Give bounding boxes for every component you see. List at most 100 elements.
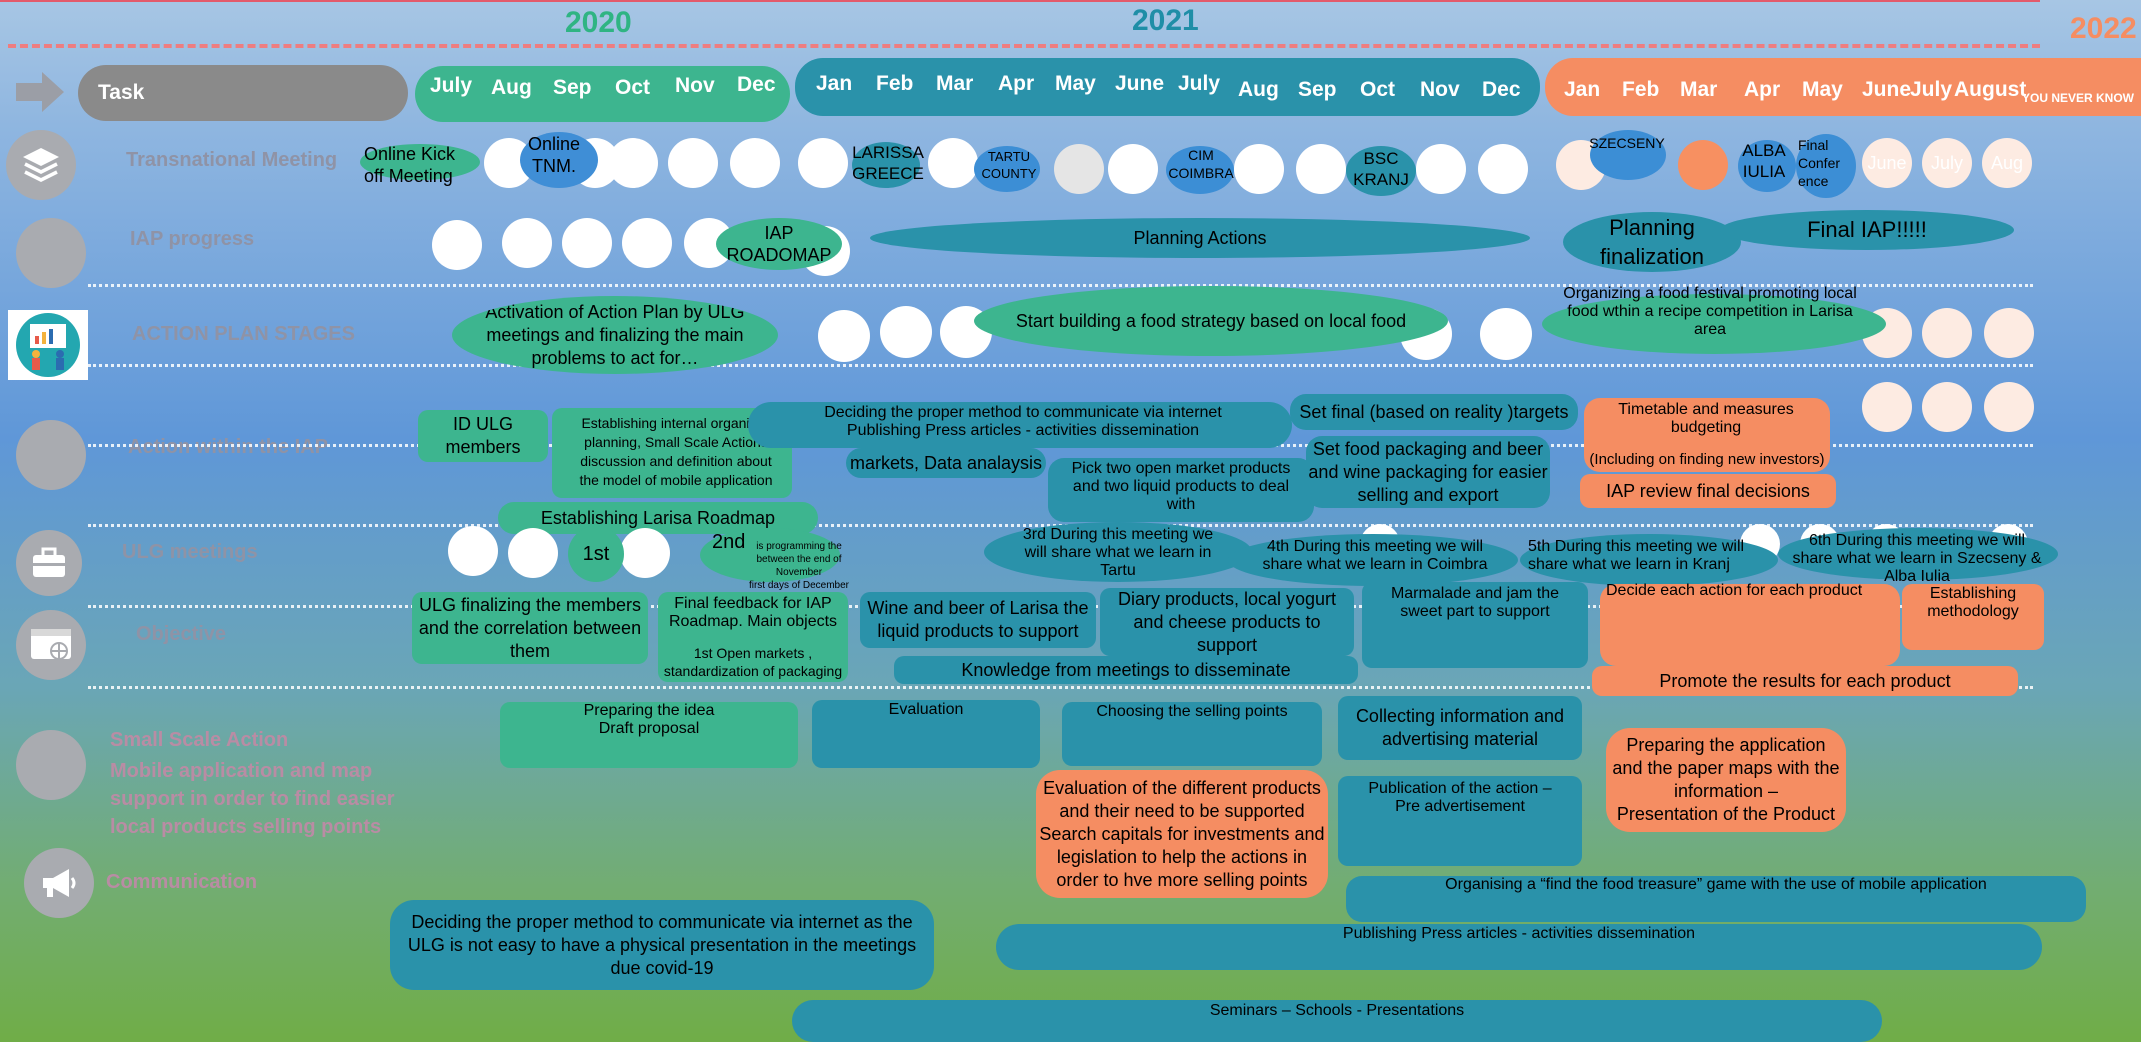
objective-diary: Diary products, local yogurt and cheese … [1100,588,1354,656]
month-circle [818,310,870,362]
row-label-ssa-title: Small Scale Action [110,729,289,751]
tnm-blob [520,132,598,188]
month-circle [502,218,552,268]
meeting-aug: Aug [1982,138,2032,188]
ulg-sixth: 6th During this meeting we will share wh… [1792,532,2042,585]
objective-promote: Promote the results for each product [1592,666,2018,696]
ulg-second: 2nd [712,531,746,553]
row-label-ssa-desc: Mobile application and map support in or… [110,760,395,838]
month-2022-feb: Feb [1622,78,1660,101]
month-2022-june: June [1862,78,1912,101]
objective-feedback-small: 1st Open markets , standardization of pa… [663,645,843,679]
larisa-blob [852,142,920,188]
months-2021-band [795,58,1540,116]
month-circle [1296,144,1346,194]
top-rule [0,0,2040,2]
months-2020-band [415,66,790,122]
month-circle [1108,144,1158,194]
row-label-iap-progress: IAP progress [130,228,255,250]
row-label-transnational: Transnational Meeting [126,149,338,171]
action-circle [16,420,86,490]
action-pick-bg [1048,458,1314,522]
year-2020-label: 2020 [565,6,632,39]
ulg-second-note: is programming the between the end of No… [748,541,850,591]
month-circle [1478,144,1528,194]
objective-methodology-bg [1902,584,2044,650]
month-2021-apr: Apr [998,72,1035,95]
never-know-label: YOU NEVER KNOW [2022,91,2135,105]
iap-progress-circle [16,218,86,288]
month-circle-highlight [1678,140,1728,190]
month-circle [798,138,848,188]
stage-festival: Organizing a food festival promoting loc… [1563,285,1857,338]
month-2020-sep: Sep [553,76,592,99]
stage-activation: Activation of Action Plan by ULG meeting… [452,296,778,374]
month-2020-nov: Nov [675,74,715,97]
browser-icon [16,610,86,680]
row-label-objective: Objective [136,623,227,645]
ssa-eval-products: Evaluation of the different products and… [1036,770,1328,898]
coimbra-blob [1166,146,1234,194]
month-2021-dec: Dec [1482,78,1521,101]
ssa-publication: Publication of the action – Pre advertis… [1368,780,1552,815]
month-circle [668,138,718,188]
ulg-first: 1st [568,526,624,582]
comm-press: Publishing Press articles - activities d… [1342,925,1696,942]
month-circle [1984,308,2034,358]
month-2022-apr: Apr [1744,78,1781,101]
ulg-third-bg [984,522,1252,582]
iap-planning-actions: Planning Actions [870,218,1530,258]
ssa-evaluation-bg [812,700,1040,768]
action-timetable-bg [1584,398,1830,472]
year-dash-line [8,44,2040,48]
task-header: Task [78,65,408,121]
month-circle [880,306,932,358]
ulg-second-bg [700,528,840,582]
ssa-choosing-bg [1062,702,1322,766]
ulg-sixth-bg [1778,528,2058,580]
objective-marmalade: Marmalade and jam the sweet part to supp… [1390,585,1560,620]
row-label-action-within: Action within the IAP [128,436,328,458]
action-markets: markets, Data analaysis [846,448,1046,478]
action-internal: Establishing internal organiz… planning,… [579,415,773,488]
megaphone-icon [24,848,94,918]
month-2021-nov: Nov [1420,78,1460,101]
month-circle [1862,382,1912,432]
objective-marmalade-bg [1362,582,1588,668]
month-circle [622,218,672,268]
comm-method: Deciding the proper method to communicat… [390,900,934,990]
action-larisa-roadmap: Establishing Larisa Roadmap [498,502,818,534]
comm-seminars: Seminars – Schools - Presentations [1209,1002,1465,1019]
month-circle [608,138,658,188]
ssa-choosing: Choosing the selling points [1096,703,1288,720]
separator [88,686,2033,689]
month-circle [1480,308,1532,360]
ulg-fifth: 5th During this meeting we will share wh… [1528,538,1745,573]
comm-seminars-bg [792,1000,1882,1042]
month-2020-dec: Dec [737,73,776,96]
action-method-bg [748,402,1292,448]
meeting-kranj: BSC KRANJ [1353,149,1409,189]
tartu-blob [974,146,1040,192]
action-investors: (Including on finding new investors) [1589,451,1825,468]
month-circle [1922,308,1972,358]
iap-planning-finalization: Planning finalization [1563,212,1741,272]
comm-game: Organising a “find the food treasure” ga… [1445,876,1987,893]
objective-feedback-bg [658,592,848,682]
action-method: Deciding the proper method to communicat… [824,404,1222,439]
action-review: IAP review final decisions [1580,474,1836,508]
meeting-june: June [1862,138,1912,188]
month-2022-august: August [1954,78,2027,101]
row-label-action-plan: ACTION PLAN STAGES [132,323,355,345]
meeting-tartu: TARTU COUNTY [981,149,1037,181]
iap-roadmap: IAP ROADOMAP [716,218,842,270]
alba-blob [1738,140,1796,192]
month-2021-oct: Oct [1360,78,1396,101]
objective-knowledge: Knowledge from meetings to disseminate [894,656,1358,684]
action-timetable: Timetable and measures budgeting [1618,401,1794,436]
year-2022-label: 2022 [2070,12,2137,45]
ssa-collecting: Collecting information and advertising m… [1338,696,1582,760]
ulg-fourth-bg [1228,534,1518,586]
month-2021-mar: Mar [936,72,974,95]
